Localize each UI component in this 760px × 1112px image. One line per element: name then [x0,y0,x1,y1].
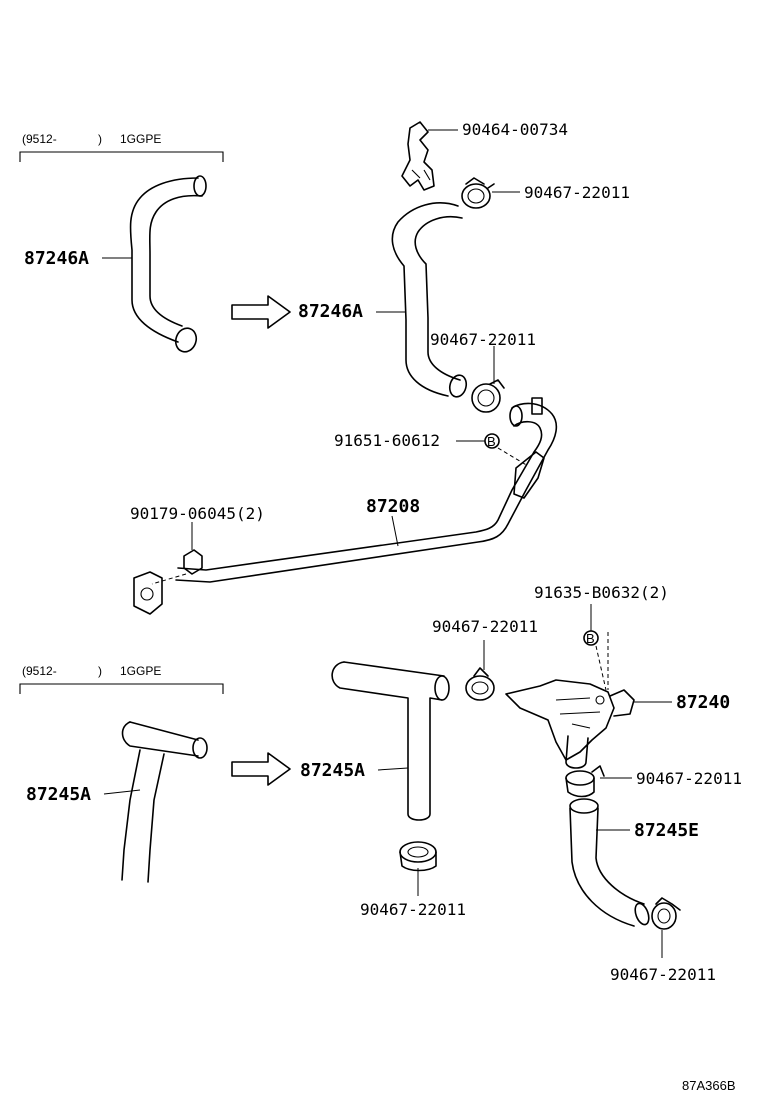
hose-87246a-main: 87246A [298,202,468,398]
clamp-90467-22011-c: 90467-22011 [432,617,538,701]
clip-90464-00734: 90464-00734 [401,120,568,191]
lower-bracket-line [19,683,224,694]
arrow-upper [231,295,291,329]
clamp-90467-22011-f: 90467-22011 [610,897,716,984]
diagram-reference-code: 87A366B [682,1078,736,1093]
label-90179-06045: 90179-06045(2) [130,504,265,523]
label-87246a-left: 87246A [24,248,89,269]
hose-87246a-alt: 87246A [24,175,207,353]
upper-bracket-line [19,151,224,162]
hose-87245a-alt: 87245A [26,721,208,883]
label-90467-22011-f: 90467-22011 [610,965,716,984]
nut-90179-06045: 90179-06045(2) [130,504,265,585]
hose-87245a-main: 87245A [300,661,450,821]
bolt-91651-60612: B 91651-60612 [334,431,529,467]
clamp-90467-22011-d: 90467-22011 [360,841,466,919]
clamp-90467-22011-mid: 90467-22011 [430,330,536,413]
clamp-90467-22011-top: 90467-22011 [461,177,630,209]
bolt-marker-b-lower: B [586,631,595,646]
bolt-91635-b0632: B 91635-B0632(2) [534,583,669,691]
lower-bracket-range: (9512- [22,664,57,678]
label-90467-22011-e: 90467-22011 [636,769,742,788]
arrow-lower [231,752,291,786]
lower-variant-bracket: (9512- ) 1GGPE [19,664,224,694]
label-87245a-left: 87245A [26,784,91,805]
label-90467-22011-c: 90467-22011 [432,617,538,636]
lower-bracket-close: ) [98,664,102,678]
label-90464-00734: 90464-00734 [462,120,568,139]
upper-bracket-range: (9512- [22,132,57,146]
hose-87245e: 87245E [569,798,699,927]
label-87240: 87240 [676,692,730,713]
label-91635-b0632: 91635-B0632(2) [534,583,669,602]
label-90467-22011-b: 90467-22011 [430,330,536,349]
valve-87240: 87240 [505,679,730,769]
upper-bracket-close: ) [98,132,102,146]
upper-bracket-model: 1GGPE [120,132,161,146]
label-91651-60612: 91651-60612 [334,431,440,450]
label-90467-22011-d: 90467-22011 [360,900,466,919]
label-87208: 87208 [366,496,420,517]
label-87245e: 87245E [634,820,699,841]
clamp-90467-22011-e: 90467-22011 [565,765,742,798]
upper-variant-bracket: (9512- ) 1GGPE [19,132,224,162]
label-90467-22011-a: 90467-22011 [524,183,630,202]
label-87245a-main: 87245A [300,760,365,781]
bolt-marker-b-upper: B [487,434,496,449]
label-87246a-main: 87246A [298,301,363,322]
pipe-87208: 87208 [133,397,558,615]
lower-bracket-model: 1GGPE [120,664,161,678]
